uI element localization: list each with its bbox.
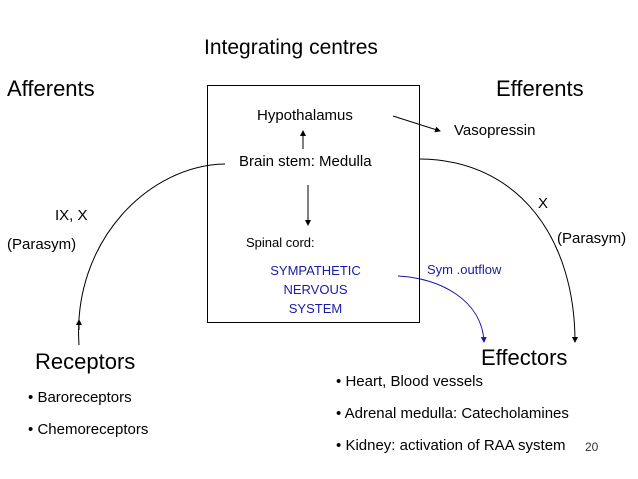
effector-item: • Heart, Blood vessels (336, 374, 483, 389)
bullet: • (336, 405, 342, 422)
vasopressin-label: Vasopressin (454, 122, 536, 139)
sns-line-3: SYSTEM (288, 301, 343, 316)
integrating-centres-box (207, 85, 420, 323)
sns-line-1: SYMPATHETIC (270, 263, 361, 278)
arrow-hypothalamus-to-vasopressin (392, 115, 441, 133)
hypothalamus-label: Hypothalamus (257, 107, 353, 124)
spinal-cord-label: Spinal cord: (246, 235, 315, 250)
effector-item-text: Kidney: activation of RAA system (345, 437, 566, 454)
arrow-sns-to-effectors (397, 275, 487, 343)
slide-number: 20 (585, 440, 599, 454)
arrow-receptors-to-medulla (78, 163, 226, 346)
effectors-heading: Effectors (481, 345, 568, 370)
left-parasym-label: (Parasym) (7, 236, 77, 253)
bullet: • (336, 437, 342, 454)
sns-line-2: NERVOUS (283, 282, 348, 297)
effector-item: • Adrenal medulla: Catecholamines (336, 406, 569, 421)
efferents-label: Efferents (496, 76, 584, 101)
brain-stem-label: Brain stem: Medulla (239, 153, 372, 170)
right-parasym-label: (Parasym) (557, 230, 627, 247)
afferents-label: Afferents (7, 76, 95, 101)
bullet: • (336, 373, 342, 390)
effector-item: • Kidney: activation of RAA system (336, 438, 566, 453)
right-nerve-label: X (538, 195, 549, 212)
diagram-title: Integrating centres (204, 36, 378, 59)
left-nerves-label: IX, X (55, 207, 88, 224)
effector-item-text: Adrenal medulla: Catecholamines (344, 405, 569, 422)
receptor-item-text: Baroreceptors (37, 389, 132, 406)
arrow-medulla-to-effectors (419, 158, 578, 343)
bullet: • (28, 389, 34, 406)
receptors-heading: Receptors (35, 349, 136, 374)
receptor-item-text: Chemoreceptors (37, 421, 149, 438)
receptor-item: • Baroreceptors (28, 390, 132, 405)
bullet: • (28, 421, 34, 438)
receptor-item: • Chemoreceptors (28, 422, 148, 437)
sym-outflow-label: Sym .outflow (427, 262, 502, 277)
effector-item-text: Heart, Blood vessels (345, 373, 484, 390)
